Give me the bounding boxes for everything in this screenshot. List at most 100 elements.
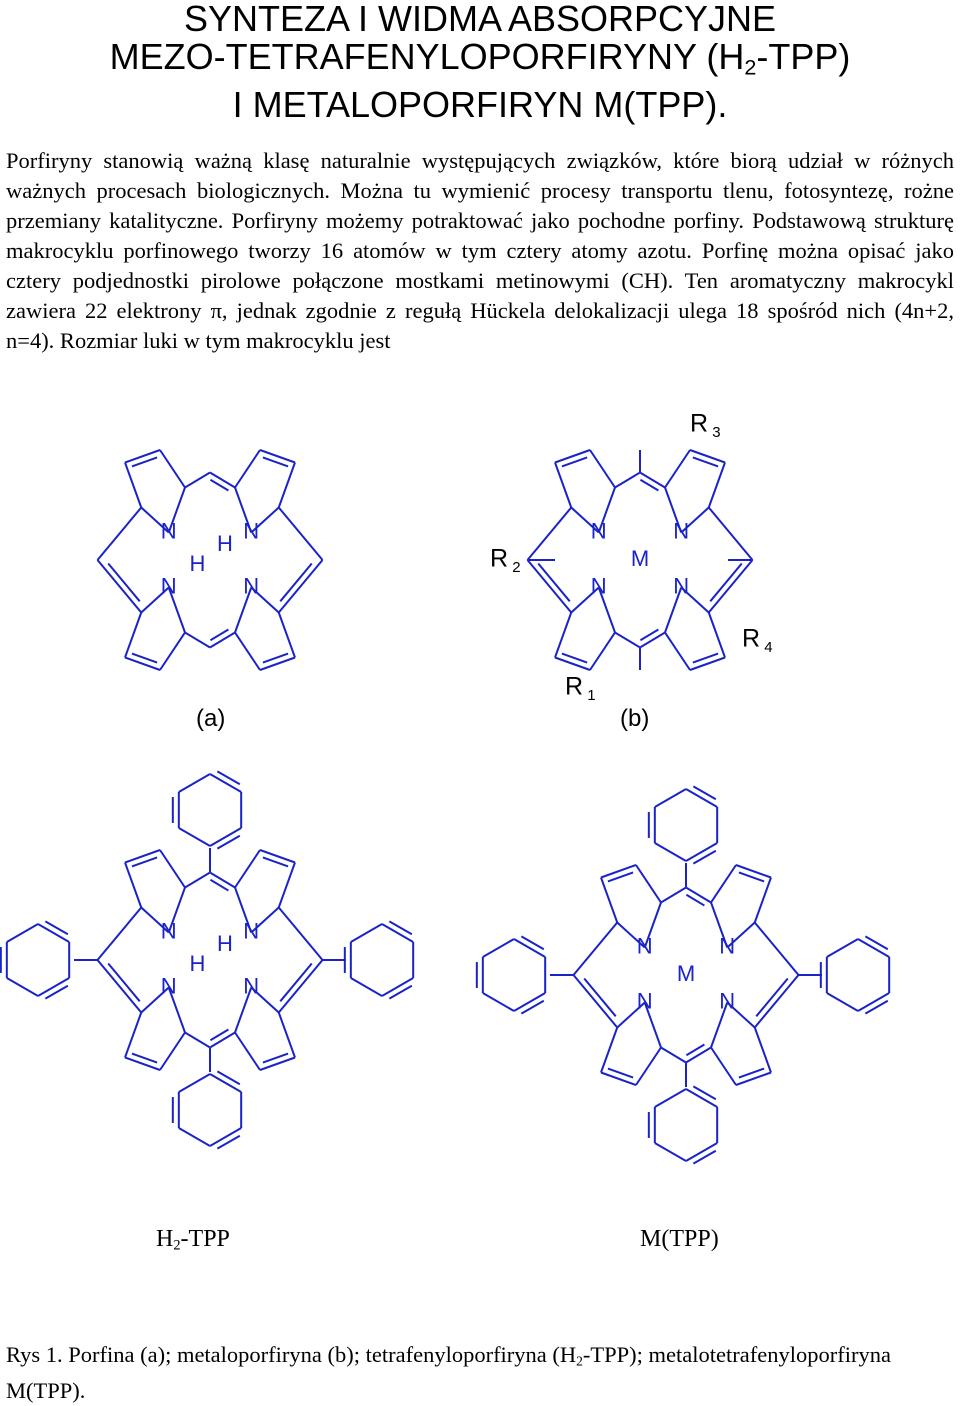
bond — [184, 631, 211, 649]
double-bond — [692, 652, 719, 664]
bond — [685, 842, 718, 862]
bond — [600, 1027, 619, 1073]
bond — [184, 871, 211, 889]
bond — [234, 987, 253, 1033]
bond — [209, 631, 236, 649]
bond — [482, 992, 515, 1012]
nitrogen-atom: N — [161, 918, 177, 943]
bond — [259, 849, 296, 864]
bond — [735, 1071, 772, 1086]
title-line-1: SYNTEZA I WIDMA ABSORPCYJNE — [183, 0, 777, 39]
double-bond — [262, 456, 289, 468]
caption-part-1: Rys 1. Porfina (a); metaloporfiryna (b);… — [6, 1342, 577, 1367]
title-subscript: 2 — [744, 54, 757, 80]
hydrogen-atom: H — [217, 931, 233, 956]
bond — [482, 938, 515, 958]
double-bond — [692, 1085, 717, 1101]
double-bond — [44, 920, 69, 936]
bond — [277, 906, 324, 961]
bond — [234, 849, 261, 889]
label-b: (b) — [620, 705, 650, 732]
bond — [685, 886, 712, 904]
double-bond — [216, 1134, 241, 1150]
bond — [635, 864, 662, 904]
bond — [124, 849, 161, 864]
bond — [526, 506, 573, 561]
bond — [685, 1142, 718, 1162]
double-bond — [561, 456, 588, 468]
bond — [250, 986, 280, 1014]
hydrogen-atom: H — [190, 551, 206, 576]
title-line-2-text: MEZO-TETRAFENYLOPORFIRYNY (H — [109, 36, 745, 77]
bond — [680, 586, 710, 614]
bond — [159, 1031, 186, 1071]
double-bond — [520, 935, 545, 951]
bond — [209, 773, 242, 793]
double-bond — [209, 1028, 229, 1042]
bond — [159, 449, 186, 489]
intro-paragraph: Porfiryny stanowią ważną klasę naturalni… — [6, 148, 954, 353]
bond — [124, 656, 161, 671]
bond — [857, 938, 890, 958]
bond — [140, 906, 170, 934]
bond — [572, 974, 619, 1029]
label-a: (a) — [196, 705, 226, 732]
bond — [554, 656, 591, 671]
bond — [167, 887, 186, 933]
bond — [124, 1056, 161, 1071]
page-title: SYNTEZA I WIDMA ABSORPCYJNE MEZO-TETRAFE… — [0, 0, 960, 124]
bond — [159, 631, 186, 671]
double-bond — [755, 977, 789, 1017]
figure-caption: Rys 1. Porfina (a); metaloporfiryna (b);… — [6, 1340, 954, 1406]
bond — [259, 656, 296, 671]
bond — [277, 506, 324, 561]
nitrogen-atom: N — [719, 988, 735, 1013]
bond — [381, 923, 414, 943]
caption-subscript: 2 — [576, 1353, 583, 1369]
double-bond — [216, 1070, 241, 1086]
double-bond — [107, 962, 141, 1002]
bond — [234, 587, 253, 633]
double-bond — [131, 456, 158, 468]
bond — [526, 559, 573, 614]
bond — [167, 587, 186, 633]
bond — [614, 631, 641, 649]
metal-atom: M — [677, 961, 695, 986]
bond — [277, 862, 296, 908]
nitrogen-atom: N — [243, 973, 259, 998]
double-bond — [262, 1052, 289, 1064]
double-bond — [262, 856, 289, 868]
bond — [140, 986, 170, 1014]
hydrogen-atom: H — [217, 531, 233, 556]
bond — [178, 773, 211, 793]
bond — [685, 1046, 712, 1064]
bond — [857, 992, 890, 1012]
nitrogen-atom: N — [161, 518, 177, 543]
bond — [654, 1088, 687, 1108]
bond — [96, 506, 143, 561]
bond — [597, 587, 616, 633]
nitrogen-atom: N — [591, 518, 607, 543]
bond — [234, 887, 253, 933]
hydrogen-atom: H — [190, 951, 206, 976]
double-bond — [131, 652, 158, 664]
bond — [753, 877, 772, 923]
double-bond — [692, 456, 719, 468]
double-bond — [388, 920, 413, 936]
nitrogen-atom: N — [161, 573, 177, 598]
bond — [124, 462, 143, 508]
bond — [209, 1031, 236, 1049]
bond — [707, 612, 726, 658]
label-h2tpp-sub: 2 — [173, 1237, 181, 1254]
bond — [381, 977, 414, 997]
double-bond — [131, 1052, 158, 1064]
bond — [209, 871, 236, 889]
substituent-r2: R 2 — [490, 545, 521, 576]
double-bond — [738, 1067, 765, 1079]
bond — [707, 559, 754, 614]
double-bond — [209, 478, 229, 492]
bond — [184, 1031, 211, 1049]
bond — [234, 487, 253, 533]
bond — [616, 921, 646, 949]
substituent-r3: R 3 — [690, 410, 721, 441]
